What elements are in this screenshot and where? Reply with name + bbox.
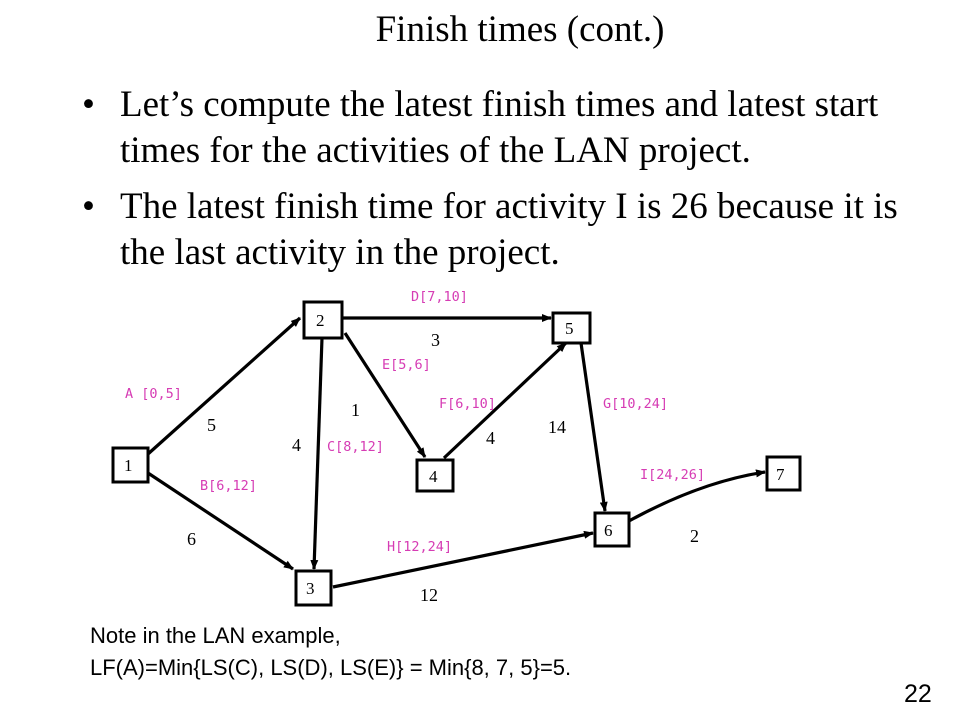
activity-label-I: I[24,26] xyxy=(640,467,705,483)
bullet-item: • The latest finish time for activity I … xyxy=(82,184,952,276)
node-label: 7 xyxy=(776,465,785,484)
node-4: 4 xyxy=(415,458,455,493)
edge-F xyxy=(442,341,568,460)
bullet-text: Let’s compute the latest finish times an… xyxy=(120,84,879,171)
edge-H xyxy=(332,530,594,589)
duration-D: 3 xyxy=(431,330,440,350)
bullet-marker: • xyxy=(82,186,95,227)
note-line: LF(A)=Min{LS(C), LS(D), LS(E)} = Min{8, … xyxy=(90,655,572,680)
edge-E xyxy=(343,332,427,458)
note-text: Note in the LAN example, LF(A)=Min{LS(C)… xyxy=(90,620,571,684)
node-2: 2 xyxy=(302,300,344,340)
node-label: 5 xyxy=(565,319,574,338)
node-label: 3 xyxy=(306,579,315,598)
duration-E: 1 xyxy=(351,400,360,420)
node-label: 4 xyxy=(429,467,438,486)
activity-label-E: E[5,6] xyxy=(382,357,431,373)
node-label: 2 xyxy=(316,311,325,330)
duration-I: 2 xyxy=(690,526,699,546)
duration-C: 4 xyxy=(292,435,301,455)
page-number: 22 xyxy=(904,680,932,708)
node-7: 7 xyxy=(765,455,802,492)
edge-G xyxy=(579,342,608,512)
activity-label-D: D[7,10] xyxy=(411,289,468,305)
node-1: 1 xyxy=(111,446,150,484)
node-label: 6 xyxy=(604,521,613,540)
activity-edges xyxy=(146,314,766,589)
node-6: 6 xyxy=(593,511,631,548)
slide-title: Finish times (cont.) xyxy=(375,9,665,50)
activity-label-H: H[12,24] xyxy=(387,539,452,555)
activity-label-F: F[6,10] xyxy=(439,396,496,412)
duration-F: 4 xyxy=(486,428,495,448)
edge-I xyxy=(628,469,766,523)
edge-C xyxy=(310,337,324,570)
node-label: 1 xyxy=(124,456,133,475)
activity-label-B: B[6,12] xyxy=(200,478,257,494)
duration-H: 12 xyxy=(420,585,438,605)
note-line: Note in the LAN example, xyxy=(90,623,341,648)
bullet-item: • Let’s compute the latest finish times … xyxy=(82,82,952,174)
duration-B: 6 xyxy=(187,529,196,549)
activity-label-C: C[8,12] xyxy=(327,439,384,455)
activity-label-A: A [0,5] xyxy=(125,386,182,402)
node-3: 3 xyxy=(294,569,333,607)
node-5: 5 xyxy=(551,311,592,345)
activity-label-G: G[10,24] xyxy=(603,396,668,412)
bullet-text: The latest finish time for activity I is… xyxy=(120,186,898,273)
edge-A xyxy=(146,316,302,456)
bullet-marker: • xyxy=(82,84,95,125)
edge-B xyxy=(147,471,294,571)
duration-G: 14 xyxy=(548,417,566,437)
bullet-list: • Let’s compute the latest finish times … xyxy=(82,82,952,286)
duration-A: 5 xyxy=(207,415,216,435)
